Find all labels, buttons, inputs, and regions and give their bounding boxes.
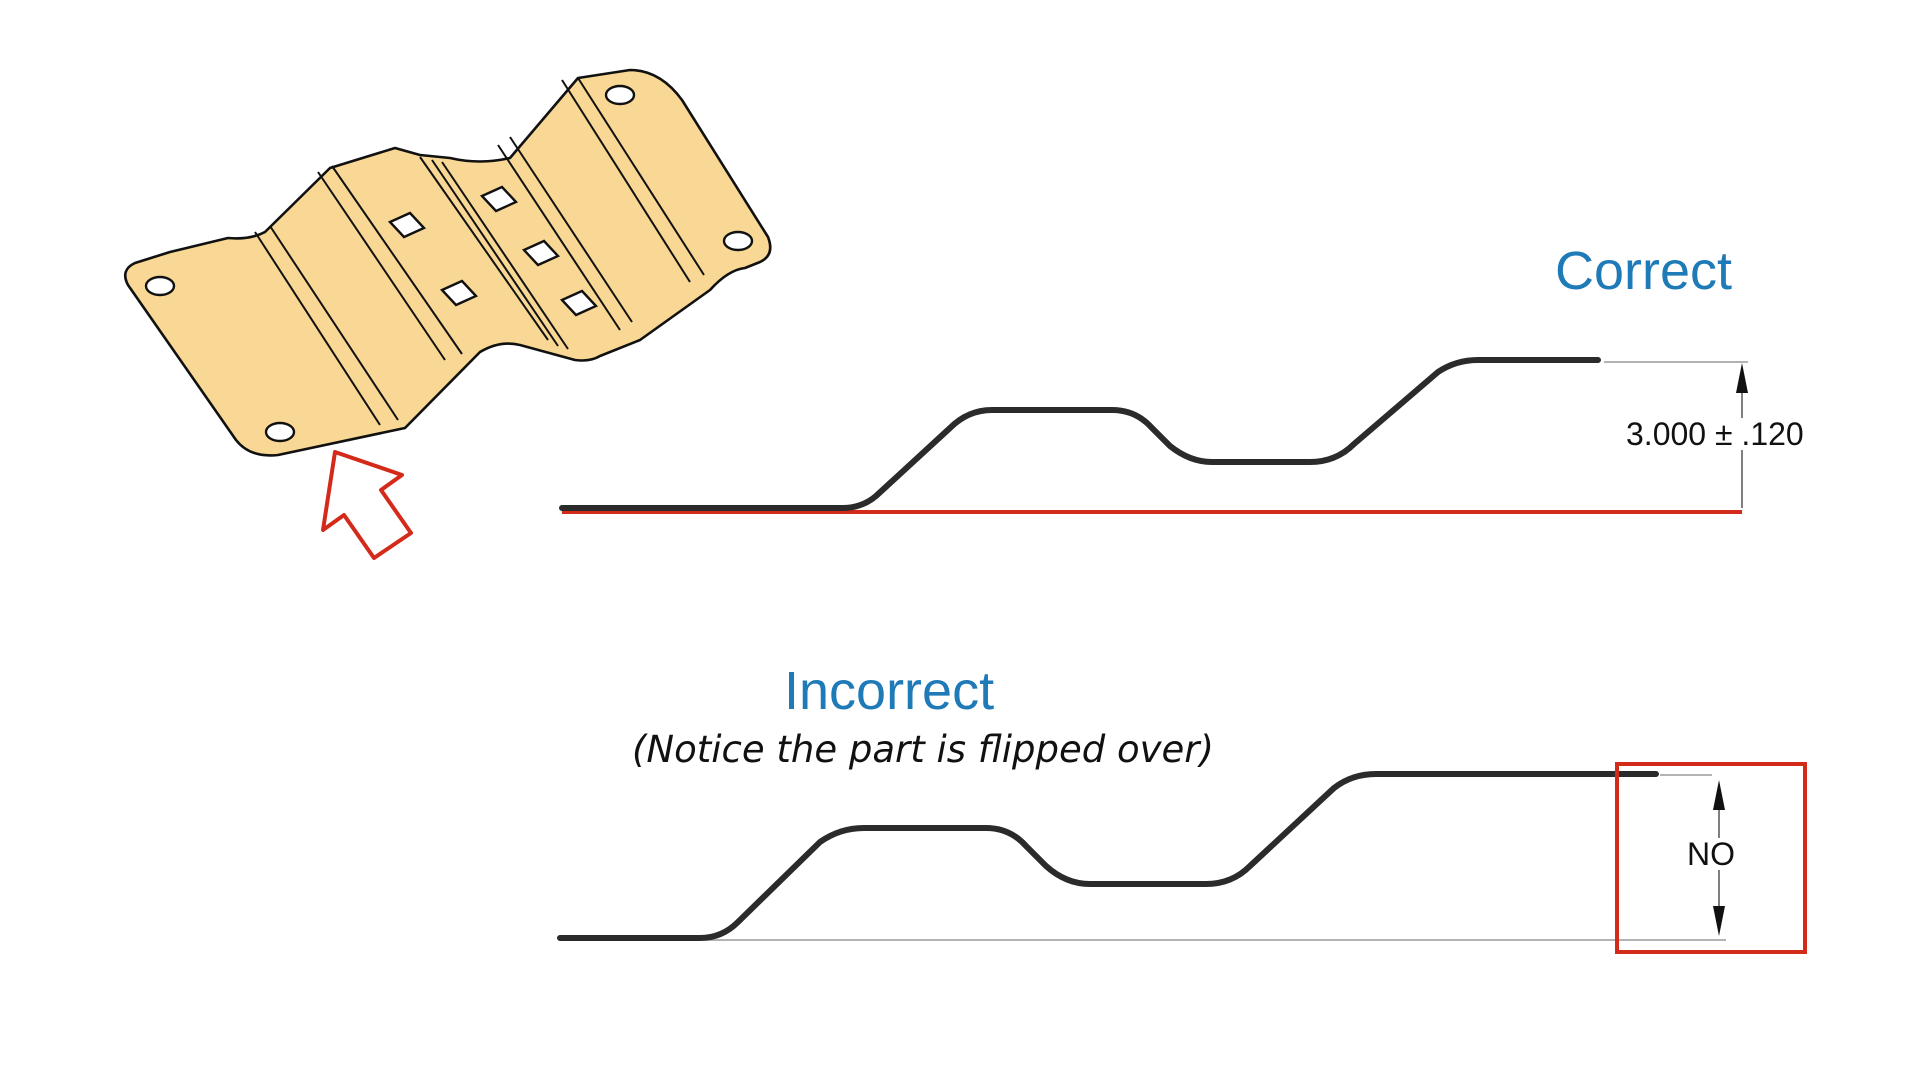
incorrect-profile	[557, 762, 1807, 954]
correct-title: Correct	[1555, 241, 1733, 301]
correct-profile	[559, 357, 1748, 514]
incorrect-part-profile	[557, 771, 1659, 941]
square-slots	[387, 185, 599, 317]
incorrect-title: Incorrect	[784, 661, 995, 721]
incorrect-highlight-box	[1615, 762, 1807, 954]
bent-part-3d	[123, 68, 772, 457]
correct-part-profile	[559, 357, 1601, 511]
mounting-holes	[144, 84, 754, 443]
correct-dim-arrow-up-icon	[1736, 363, 1748, 393]
incorrect-dim-arrow-up-icon	[1713, 780, 1725, 810]
incorrect-dimension-label: NO	[1683, 838, 1739, 870]
part-outline	[123, 68, 772, 457]
incorrect-dim-arrow-down-icon	[1713, 906, 1725, 936]
incorrect-note: (Notice the part is flipped over)	[632, 728, 1214, 771]
correct-dimension-label: 3.000 ± .120	[1622, 418, 1808, 450]
bend-lines	[254, 77, 705, 426]
arrow-icon	[321, 450, 413, 560]
